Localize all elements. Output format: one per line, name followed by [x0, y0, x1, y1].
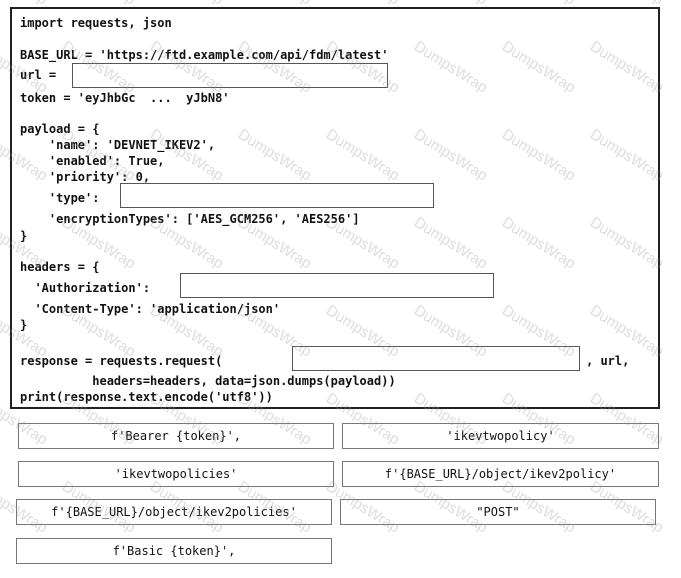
option-basic-token[interactable]: f'Basic {token}', — [16, 538, 332, 564]
option-post[interactable]: "POST" — [340, 499, 656, 525]
code-line-token: token = 'eyJhbGc ... yJbN8' — [20, 91, 230, 105]
option-url-ikev2policies[interactable]: f'{BASE_URL}/object/ikev2policies' — [16, 499, 332, 525]
code-line-base-url: BASE_URL = 'https://ftd.example.com/api/… — [20, 48, 389, 62]
drop-slot-authorization[interactable] — [180, 273, 494, 298]
code-line-close-brace-2: } — [20, 318, 28, 332]
code-line-enabled: 'enabled': True, — [20, 154, 165, 168]
option-bearer-token[interactable]: f'Bearer {token}', — [18, 423, 334, 449]
drop-slot-method[interactable] — [292, 346, 580, 371]
code-line-import: import requests, json — [20, 16, 172, 30]
code-line-priority: 'priority': 0, — [20, 170, 151, 184]
drop-slot-url[interactable] — [72, 63, 388, 88]
code-line-response-tail: , url, — [586, 354, 630, 368]
code-line-headers-open: headers = { — [20, 260, 100, 274]
code-line-headers-arg: headers=headers, data=json.dumps(payload… — [20, 374, 396, 388]
option-url-ikev2policy[interactable]: f'{BASE_URL}/object/ikev2policy' — [342, 461, 659, 487]
code-line-type: 'type': — [20, 191, 100, 205]
code-line-encryption-types: 'encryptionTypes': ['AES_GCM256', 'AES25… — [20, 212, 360, 226]
code-line-authorization: 'Authorization': — [20, 281, 151, 295]
code-line-content-type: 'Content-Type': 'application/json' — [20, 302, 281, 316]
code-line-print: print(response.text.encode('utf8')) — [20, 390, 273, 404]
code-line-close-brace: } — [20, 229, 28, 243]
drop-slot-type[interactable] — [120, 183, 434, 208]
code-line-name: 'name': 'DEVNET_IKEV2', — [20, 138, 216, 152]
code-line-url: url = — [20, 68, 57, 82]
option-ikevtwopolicies[interactable]: 'ikevtwopolicies' — [18, 461, 334, 487]
code-panel: import requests, json BASE_URL = 'https:… — [10, 7, 660, 409]
option-ikevtwopolicy[interactable]: 'ikevtwopolicy' — [342, 423, 659, 449]
code-line-payload-open: payload = { — [20, 122, 100, 136]
code-line-response: response = requests.request( — [20, 354, 223, 368]
